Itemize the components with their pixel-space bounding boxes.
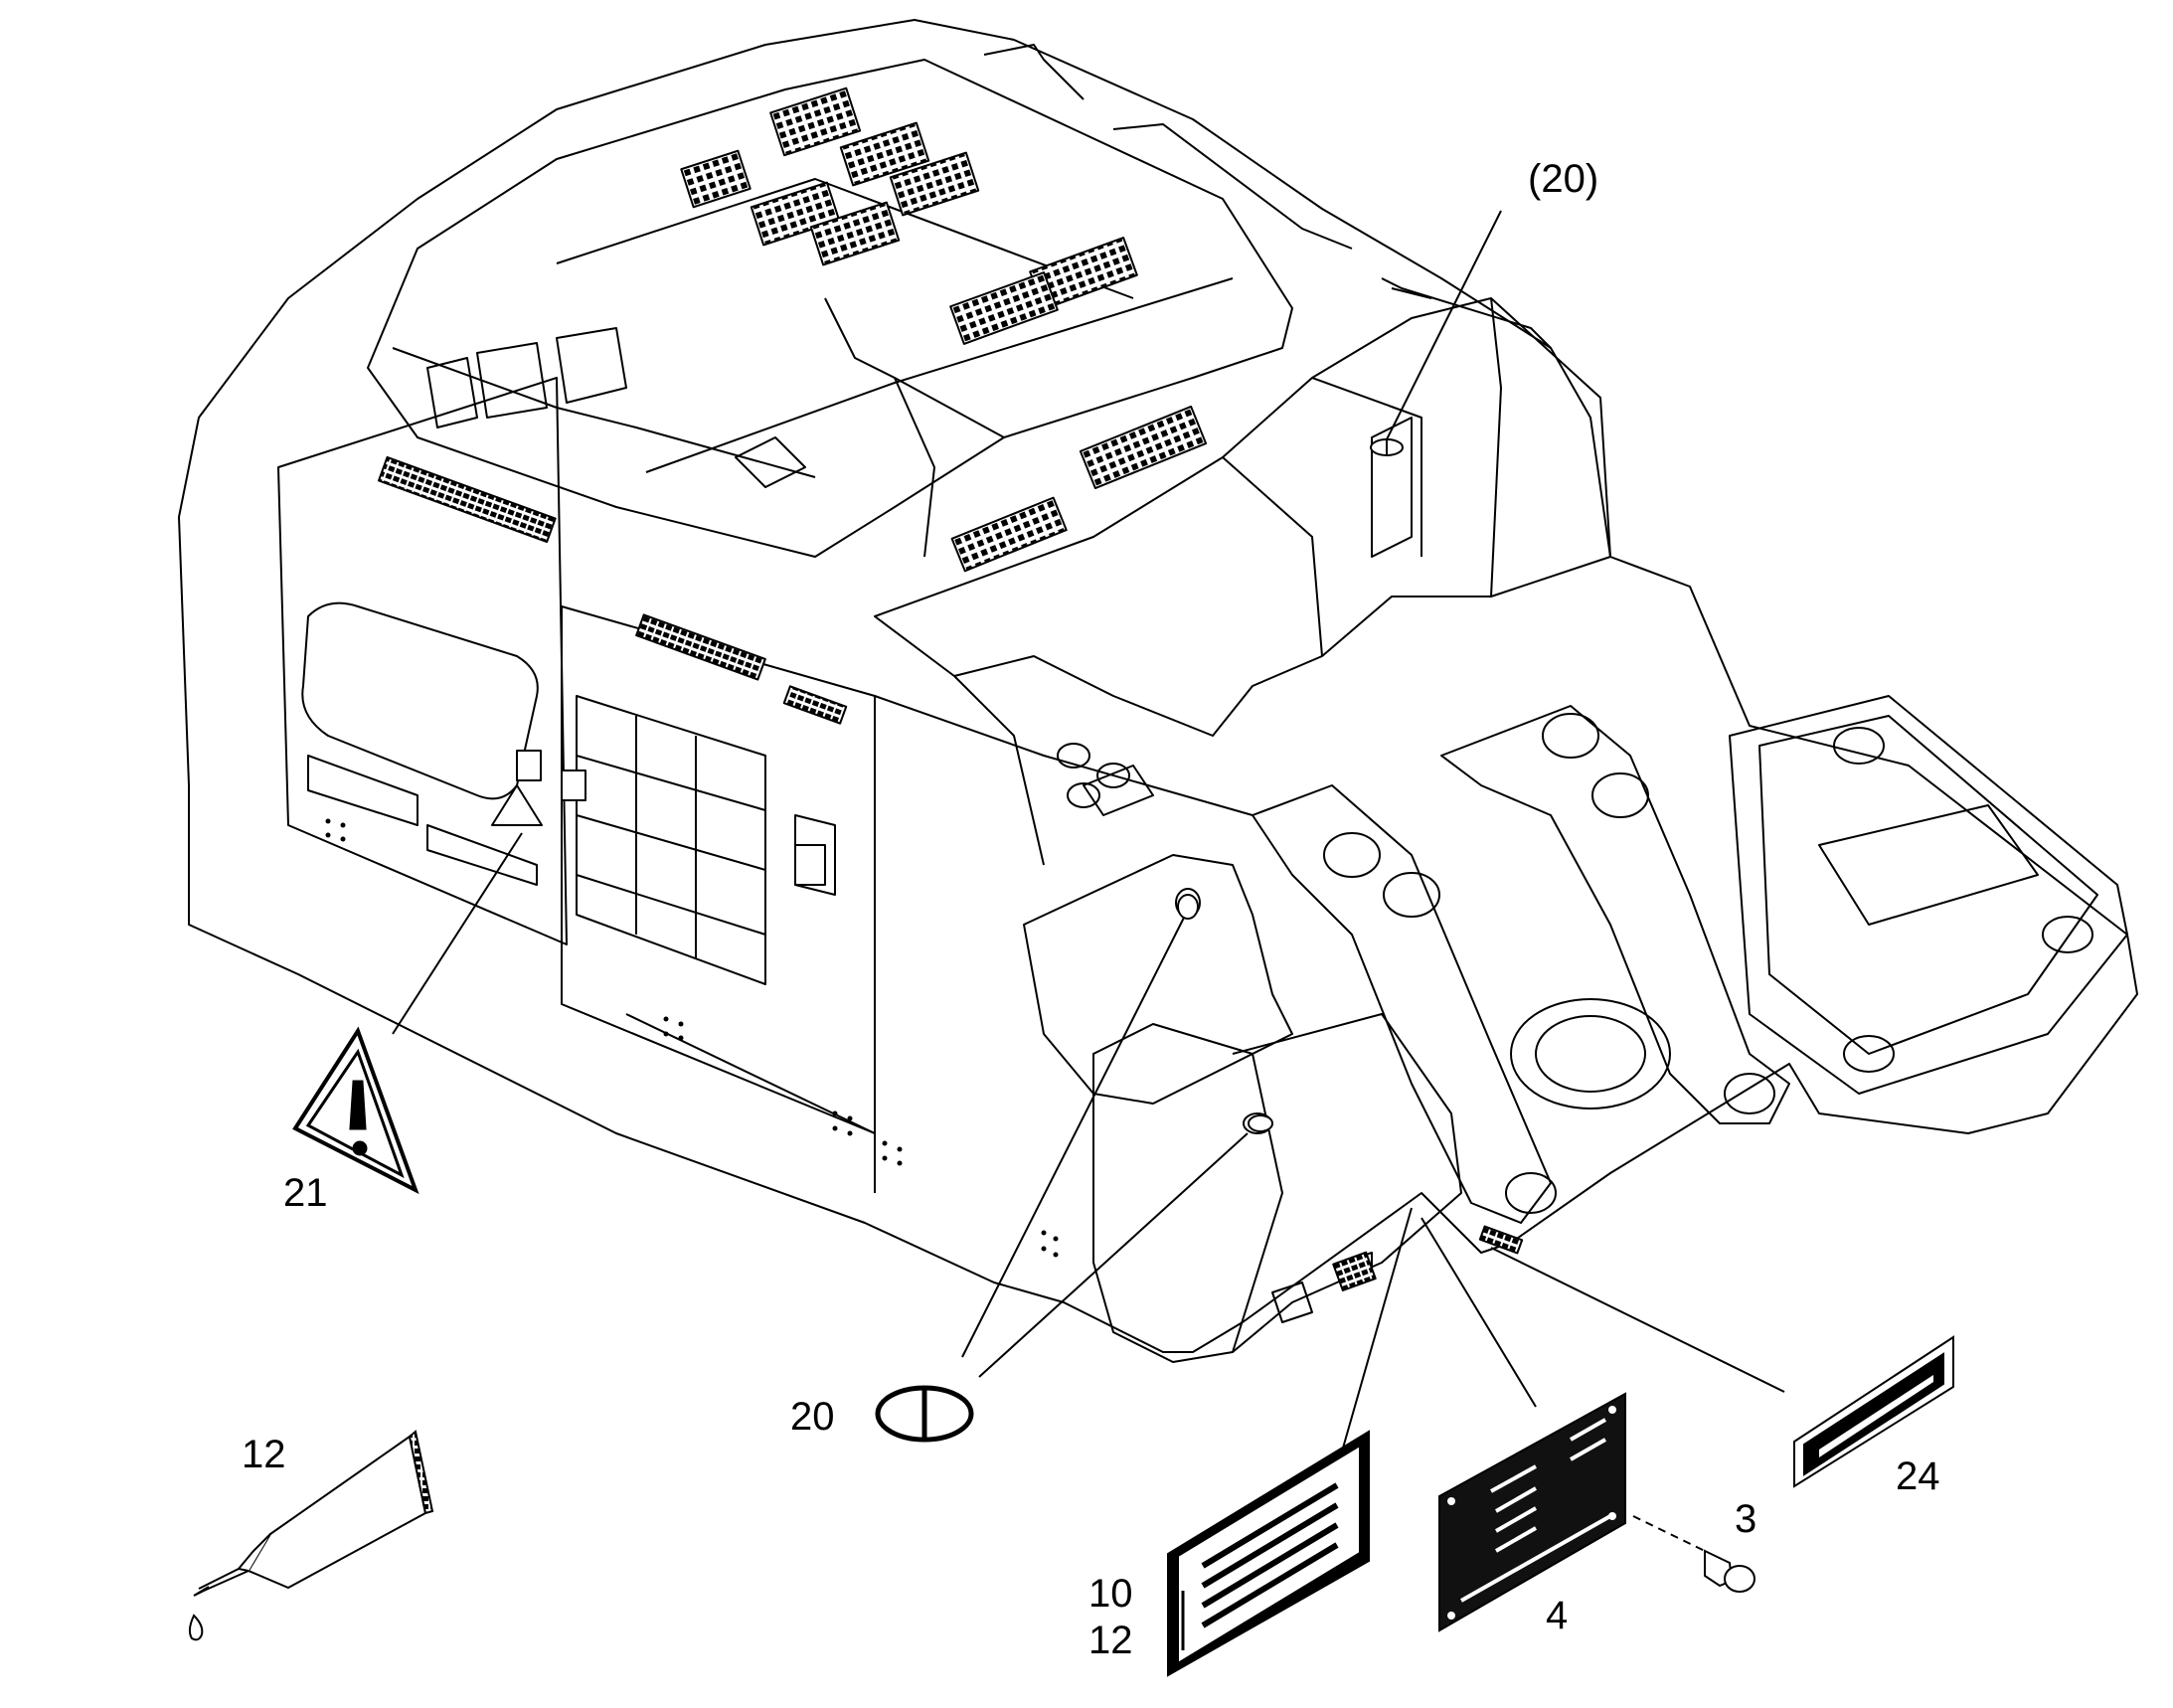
- warning-triangle-icon: [292, 1026, 419, 1195]
- callout-12-tube: 12: [242, 1433, 286, 1476]
- railing: [983, 44, 1085, 100]
- engine-hood: [367, 59, 1293, 558]
- service-door: [561, 605, 876, 1134]
- callout-24: 24: [1896, 1454, 1940, 1498]
- callout-10: 10: [1088, 1572, 1133, 1616]
- callout-12-plate: 12: [1088, 1619, 1133, 1662]
- upper-frame-outline: [178, 19, 2138, 1353]
- boom-mount: [1252, 784, 1552, 1224]
- grille-decal-icon: [1793, 1335, 1954, 1488]
- callout-20: 20: [790, 1395, 835, 1439]
- data-plate-icon: [1438, 1392, 1626, 1632]
- plug-cap-icon: [875, 1385, 974, 1443]
- rivet-icon: [1704, 1549, 1755, 1593]
- callout-20-paren: (20): [1528, 157, 1599, 201]
- front-platform: [1729, 695, 2128, 1095]
- left-side-panel: [277, 377, 568, 945]
- leader-lines: [392, 210, 1785, 1552]
- tool-box: [1023, 854, 1293, 1105]
- callout-21: 21: [283, 1171, 328, 1215]
- sealant-tube-icon: [188, 1430, 434, 1641]
- type-plate-icon: [1167, 1430, 1370, 1677]
- callout-4: 4: [1546, 1594, 1569, 1637]
- callout-3: 3: [1735, 1497, 1757, 1541]
- rear-frame: [874, 297, 1611, 737]
